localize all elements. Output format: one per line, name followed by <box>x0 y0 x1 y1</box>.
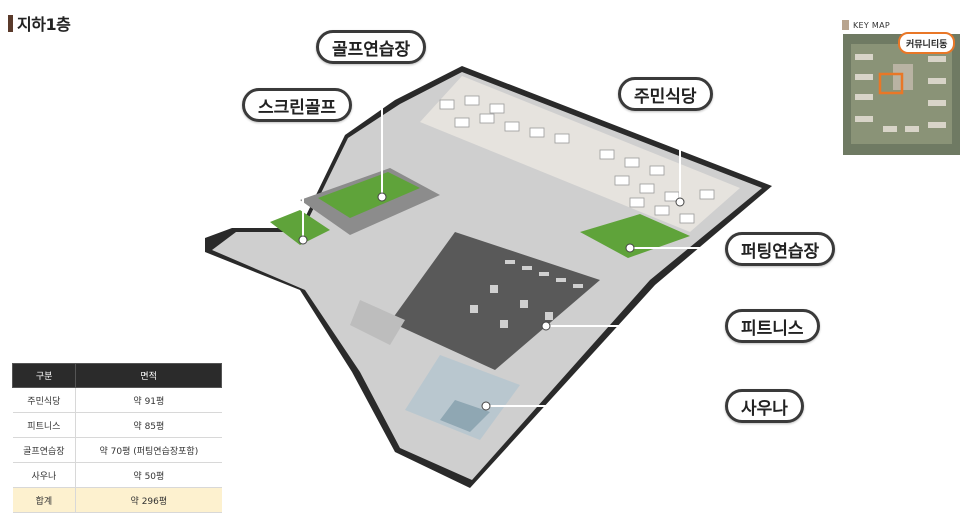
table-row: 피트니스 약 85평 <box>12 412 222 438</box>
key-map-community-badge: 커뮤니티동 <box>898 32 956 54</box>
cafeteria-tables <box>439 95 715 224</box>
callout-screen-golf: 스크린골프 <box>242 88 353 122</box>
row-category: 피트니스 <box>12 412 77 438</box>
key-map-marker <box>842 20 849 30</box>
key-map-site-image <box>843 34 960 155</box>
corridor <box>350 300 405 345</box>
callout-fitness: 피트니스 <box>725 309 820 343</box>
key-map-title: KEY MAP <box>853 20 891 30</box>
total-area: 약 296평 <box>75 487 222 513</box>
floor-title-text: 지하1층 <box>17 15 71 34</box>
callout-golf-practice: 골프연습장 <box>316 30 427 64</box>
callout-putting-practice: 퍼팅연습장 <box>725 232 836 266</box>
fitness-floor <box>390 232 600 370</box>
leader-dots <box>298 192 685 411</box>
table-row: 주민식당 약 91평 <box>12 387 222 413</box>
floor-title: 지하1층 <box>8 11 71 35</box>
area-table-header-row: 구분 면적 <box>11 363 222 388</box>
total-label: 합계 <box>12 487 77 513</box>
sauna-pool <box>440 400 490 432</box>
putting-green <box>580 214 690 258</box>
golf-turf <box>318 172 420 218</box>
fitness-equipment <box>470 260 583 328</box>
table-row: 사우나 약 50평 <box>12 462 222 488</box>
key-map-header: KEY MAP <box>842 18 962 32</box>
leader-lines <box>302 58 728 407</box>
table-row: 골프연습장 약 70평 (퍼팅연습장포함) <box>12 437 222 463</box>
cafeteria-room <box>420 76 740 232</box>
title-marker <box>8 14 13 32</box>
header-area: 면적 <box>75 363 222 388</box>
row-area: 약 50평 <box>75 462 222 488</box>
row-area: 약 70평 (퍼팅연습장포함) <box>75 437 222 463</box>
row-category: 사우나 <box>12 462 77 488</box>
row-area: 약 91평 <box>75 387 222 413</box>
screen-golf-bay <box>270 210 330 245</box>
header-category: 구분 <box>11 363 77 388</box>
row-category: 골프연습장 <box>12 437 77 463</box>
sauna-area <box>405 355 520 440</box>
area-table: 구분 면적 주민식당 약 91평 피트니스 약 85평 골프연습장 약 70평 … <box>11 363 222 513</box>
table-total-row: 합계 약 296평 <box>12 487 222 513</box>
row-area: 약 85평 <box>75 412 222 438</box>
callout-resident-cafeteria: 주민식당 <box>618 77 713 111</box>
key-map: KEY MAP 커뮤니티동 <box>842 18 962 158</box>
callout-sauna: 사우나 <box>725 389 804 423</box>
row-category: 주민식당 <box>12 387 77 413</box>
